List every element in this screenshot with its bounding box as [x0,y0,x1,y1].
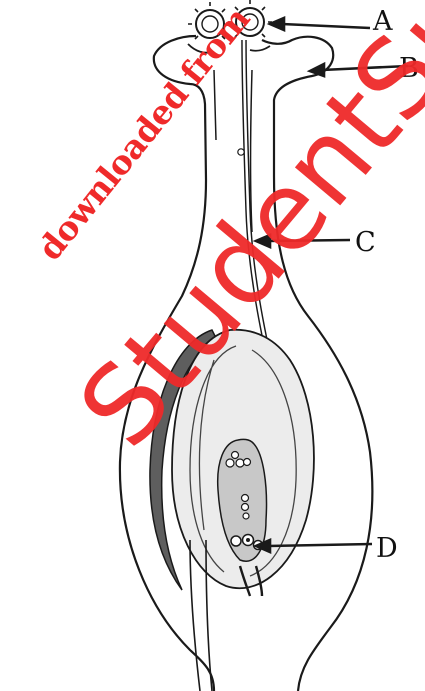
label-c: C [355,229,376,256]
label-d: D [376,535,398,562]
tube-nucleus [238,149,244,155]
